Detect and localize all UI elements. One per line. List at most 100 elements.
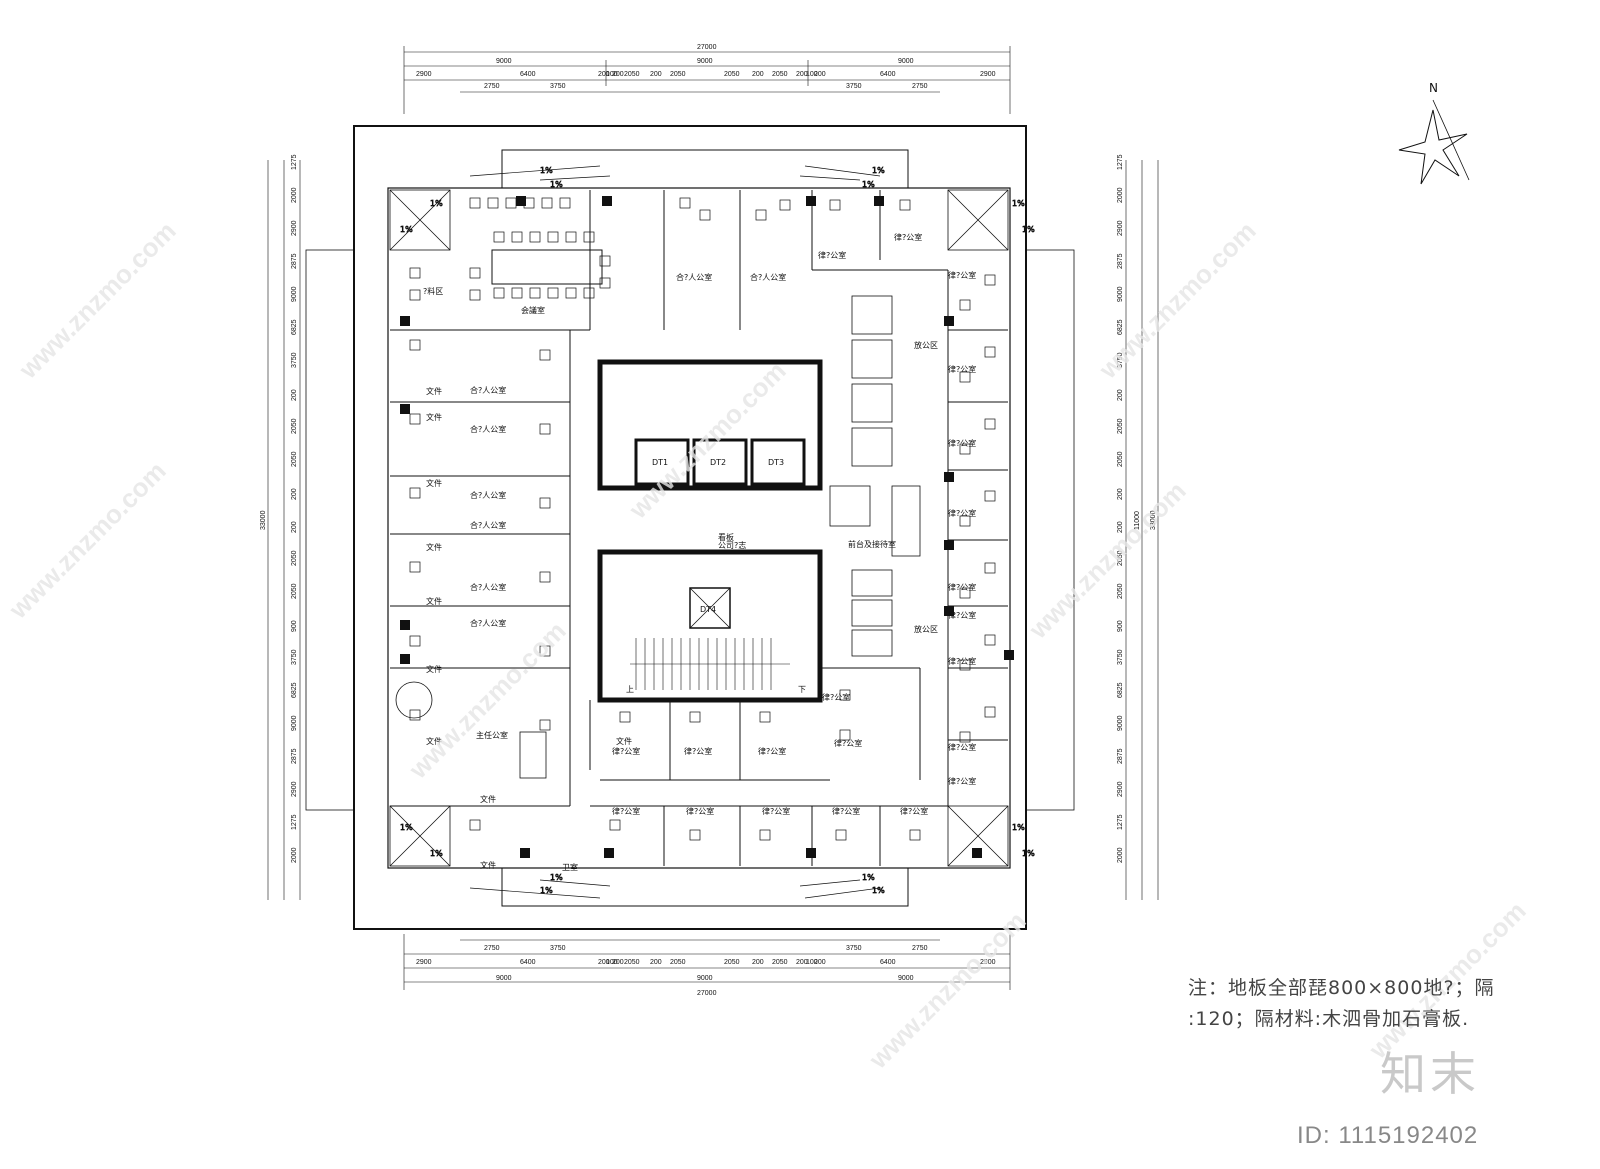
label-partner-7: 合?人公室: [470, 582, 506, 592]
dim-value: 2000: [1117, 847, 1124, 863]
label-meeting: 会議室: [521, 305, 545, 315]
watermark-6: www.znzmo.com: [1022, 476, 1191, 645]
dim-value: 2050: [1117, 583, 1124, 599]
chair: [984, 346, 996, 358]
chair: [984, 418, 996, 430]
label-dt1: DT1: [652, 458, 668, 467]
dim-value: 3750: [550, 83, 566, 90]
dim-value: 6825: [1117, 319, 1124, 335]
label-dt4: DT4: [700, 605, 716, 614]
chair: [511, 287, 523, 299]
dim-value: 100: [606, 959, 618, 966]
label-partner-5: 合?人公室: [470, 490, 506, 500]
file-label: 文件: [616, 736, 632, 746]
file-label: 文件: [426, 664, 442, 674]
chair: [487, 197, 499, 209]
lawyer-room-label: 律?公室: [612, 806, 640, 816]
slope-arrow: [469, 165, 601, 177]
file-label: 文件: [426, 386, 442, 396]
dim-value: 200: [1117, 488, 1124, 500]
chair: [469, 197, 481, 209]
chair: [959, 587, 971, 599]
chair: [959, 299, 971, 311]
open-office-desks: [395, 295, 921, 779]
label-open-office-1: 放公区: [914, 340, 938, 350]
chair: [779, 199, 791, 211]
chair: [409, 413, 421, 425]
chair: [679, 197, 691, 209]
slope-label: 1%: [1012, 823, 1025, 832]
lawyer-room-label: 律?公室: [948, 656, 976, 666]
dim-value: 200: [814, 959, 826, 966]
dim-value: 6825: [1117, 682, 1124, 698]
dim-value: 200: [796, 959, 808, 966]
dim-column-left: 1275200029002875900068253750200205020502…: [291, 154, 298, 863]
watermarks: www.znzmo.com www.znzmo.com www.znzmo.co…: [2, 216, 1531, 1075]
dim-value: 2875: [291, 253, 298, 269]
reception-sofa: [891, 485, 921, 557]
slope-label: 1%: [430, 849, 443, 858]
slope-label: 1%: [1022, 225, 1035, 234]
dim-value: 6825: [291, 319, 298, 335]
lawyer-room-label: 律?公室: [832, 806, 860, 816]
pillar: [516, 196, 526, 206]
slope-arrow: [539, 879, 611, 887]
lawyer-room-label: 律?公室: [948, 438, 976, 448]
dim-value: 2050: [670, 71, 686, 78]
desk-cluster: [851, 295, 893, 335]
core: [597, 359, 823, 703]
slope-label: 1%: [400, 823, 413, 832]
file-label: 文件: [426, 478, 442, 488]
label-exhibit: 看板: [718, 532, 734, 542]
chair: [599, 255, 611, 267]
dim-value: 9000: [1117, 286, 1124, 302]
dim-value: 2050: [1117, 550, 1124, 566]
pillar: [944, 472, 954, 482]
slope-label: 1%: [872, 166, 885, 175]
chair: [619, 711, 631, 723]
pillar: [400, 404, 410, 414]
label-partner-6: 合?人公室: [470, 520, 506, 530]
dim-value: 2000: [291, 187, 298, 203]
pillar: [602, 196, 612, 206]
pillar: [806, 848, 816, 858]
chair: [583, 231, 595, 243]
lawyer-room-label: 律?公室: [758, 746, 786, 756]
lawyer-room-label: 律?公室: [948, 742, 976, 752]
dim-value: 2000: [1117, 187, 1124, 203]
right-band: [1025, 249, 1075, 811]
chair: [959, 731, 971, 743]
file-label: 文件: [426, 596, 442, 606]
desk-cluster: [851, 599, 893, 627]
chair: [835, 829, 847, 841]
dim-value: 2900: [1117, 220, 1124, 236]
chair: [984, 490, 996, 502]
dim-value: 2050: [724, 959, 740, 966]
dim-value: 3750: [1117, 352, 1124, 368]
slope-arrow: [804, 887, 881, 899]
slope-arrow: [804, 165, 881, 177]
dim-value: 3750: [291, 649, 298, 665]
dim-value: 2875: [1117, 748, 1124, 764]
dim-value: 2050: [291, 451, 298, 467]
label-partner-2: 合?人公室: [750, 272, 786, 282]
slope-label: 1%: [1012, 199, 1025, 208]
dim-value: 200: [796, 71, 808, 78]
chair: [609, 819, 621, 831]
file-label: 文件: [426, 542, 442, 552]
dim-third-b1: 9000: [496, 975, 512, 982]
chair: [511, 231, 523, 243]
dim-value: 2750: [912, 83, 928, 90]
dim-value: 2050: [1117, 418, 1124, 434]
lawyer-room-label: 律?公室: [948, 508, 976, 518]
slope-label: 1%: [550, 180, 563, 189]
label-tea: ?料区: [423, 286, 443, 296]
dim-value: 6825: [291, 682, 298, 698]
pillars: [400, 196, 1014, 858]
chair: [759, 829, 771, 841]
dim-column-right: 1275200029002875900068253750200205020502…: [1117, 154, 1124, 863]
label-lift-lobby: 公司?志: [718, 540, 746, 550]
